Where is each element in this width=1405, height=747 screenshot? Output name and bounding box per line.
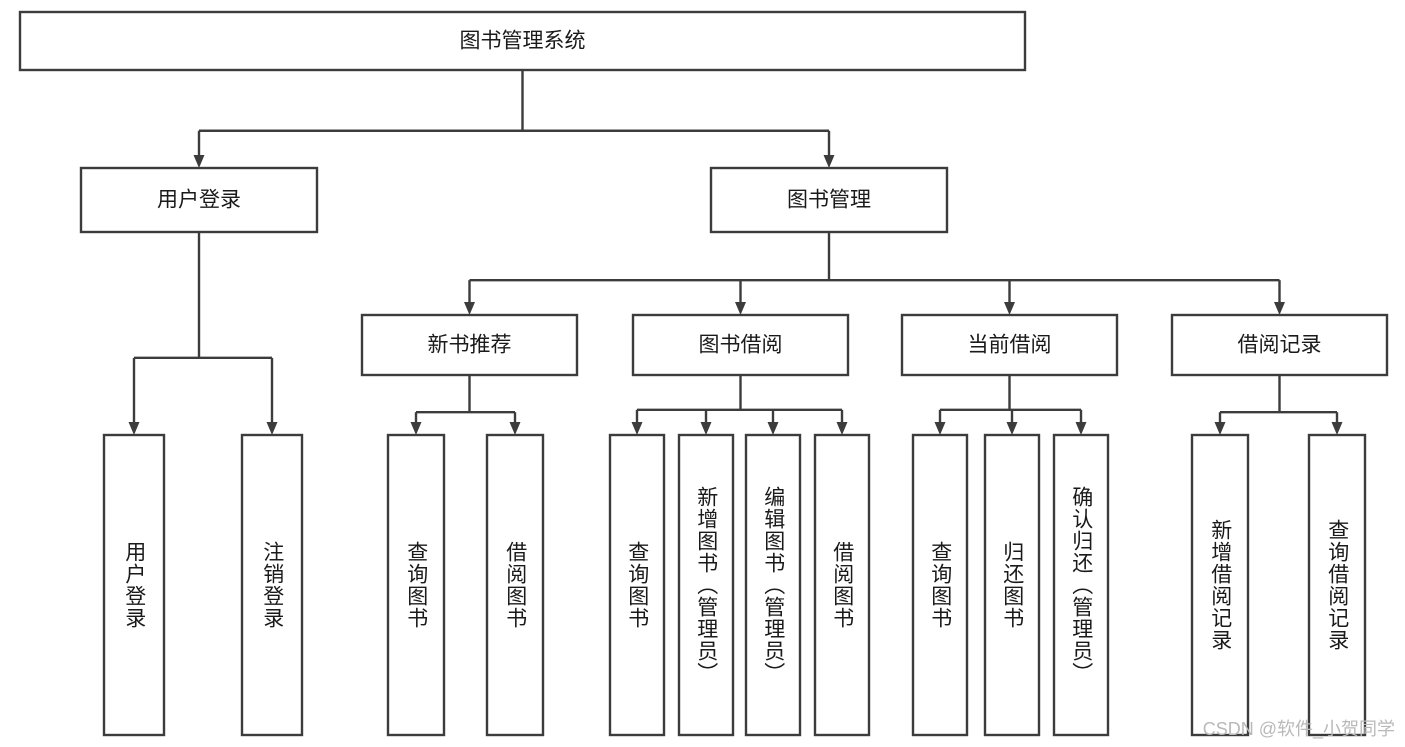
node-box-borrow-record: [1170, 313, 1389, 377]
edge-arrowhead: [1274, 302, 1285, 315]
edge-arrowhead: [410, 422, 422, 435]
edge-arrowhead: [1214, 422, 1226, 435]
edge-arrowhead: [1075, 422, 1087, 435]
node-box-current-borrow: [900, 313, 1119, 377]
node-box-leaf-borrow-book-2: [813, 433, 871, 737]
edge-arrowhead: [631, 422, 643, 435]
node-box-book-borrow: [631, 313, 850, 377]
edge-arrowhead: [735, 302, 746, 315]
edge-arrowhead: [934, 422, 946, 435]
node-label-new-book-recommend: 新书推荐: [428, 334, 512, 357]
edge-arrowhead: [509, 422, 521, 435]
node-box-leaf-query-book-2: [608, 433, 666, 737]
edge-arrowhead: [128, 422, 140, 435]
node-box-new-book-recommend: [360, 313, 579, 377]
node-box-book-manage: [709, 166, 949, 234]
connector-layer: [128, 70, 1343, 435]
node-box-leaf-add-borrow-record: [1190, 433, 1250, 737]
node-label-book-borrow: 图书借阅: [699, 334, 783, 357]
node-box-leaf-edit-book-admin: [744, 433, 802, 737]
node-box-leaf-user-logout: [240, 433, 304, 737]
edge-arrowhead: [823, 155, 835, 168]
edge-arrowhead: [1004, 302, 1015, 315]
edge-arrowhead: [193, 155, 205, 168]
node-box-user-login: [79, 166, 319, 234]
node-box-root: [18, 10, 1027, 72]
edge-arrowhead: [1006, 422, 1018, 435]
node-label-root: 图书管理系统: [460, 30, 586, 53]
node-box-leaf-query-book-3: [911, 433, 969, 737]
node-label-current-borrow: 当前借阅: [968, 334, 1052, 357]
csdn-watermark: CSDN @软件_小贺同学: [1202, 719, 1395, 739]
node-box-layer: [18, 10, 1389, 737]
edge-arrowhead: [1331, 422, 1343, 435]
node-label-borrow-record: 借阅记录: [1238, 334, 1322, 357]
node-label-user-login: 用户登录: [157, 189, 241, 212]
node-box-leaf-borrow-book-1: [485, 433, 545, 737]
node-box-leaf-return-book: [983, 433, 1041, 737]
node-box-leaf-confirm-return-admin: [1052, 433, 1110, 737]
node-box-leaf-query-book-1: [386, 433, 446, 737]
node-box-leaf-user-login: [102, 433, 166, 737]
edge-arrowhead: [700, 422, 712, 435]
edge-arrowhead: [266, 422, 278, 435]
node-box-leaf-add-book-admin: [677, 433, 735, 737]
edge-arrowhead: [767, 422, 779, 435]
node-box-leaf-query-borrow-record: [1307, 433, 1367, 737]
edge-arrowhead: [836, 422, 848, 435]
edge-arrowhead: [464, 302, 475, 315]
node-label-book-manage: 图书管理: [787, 189, 871, 212]
